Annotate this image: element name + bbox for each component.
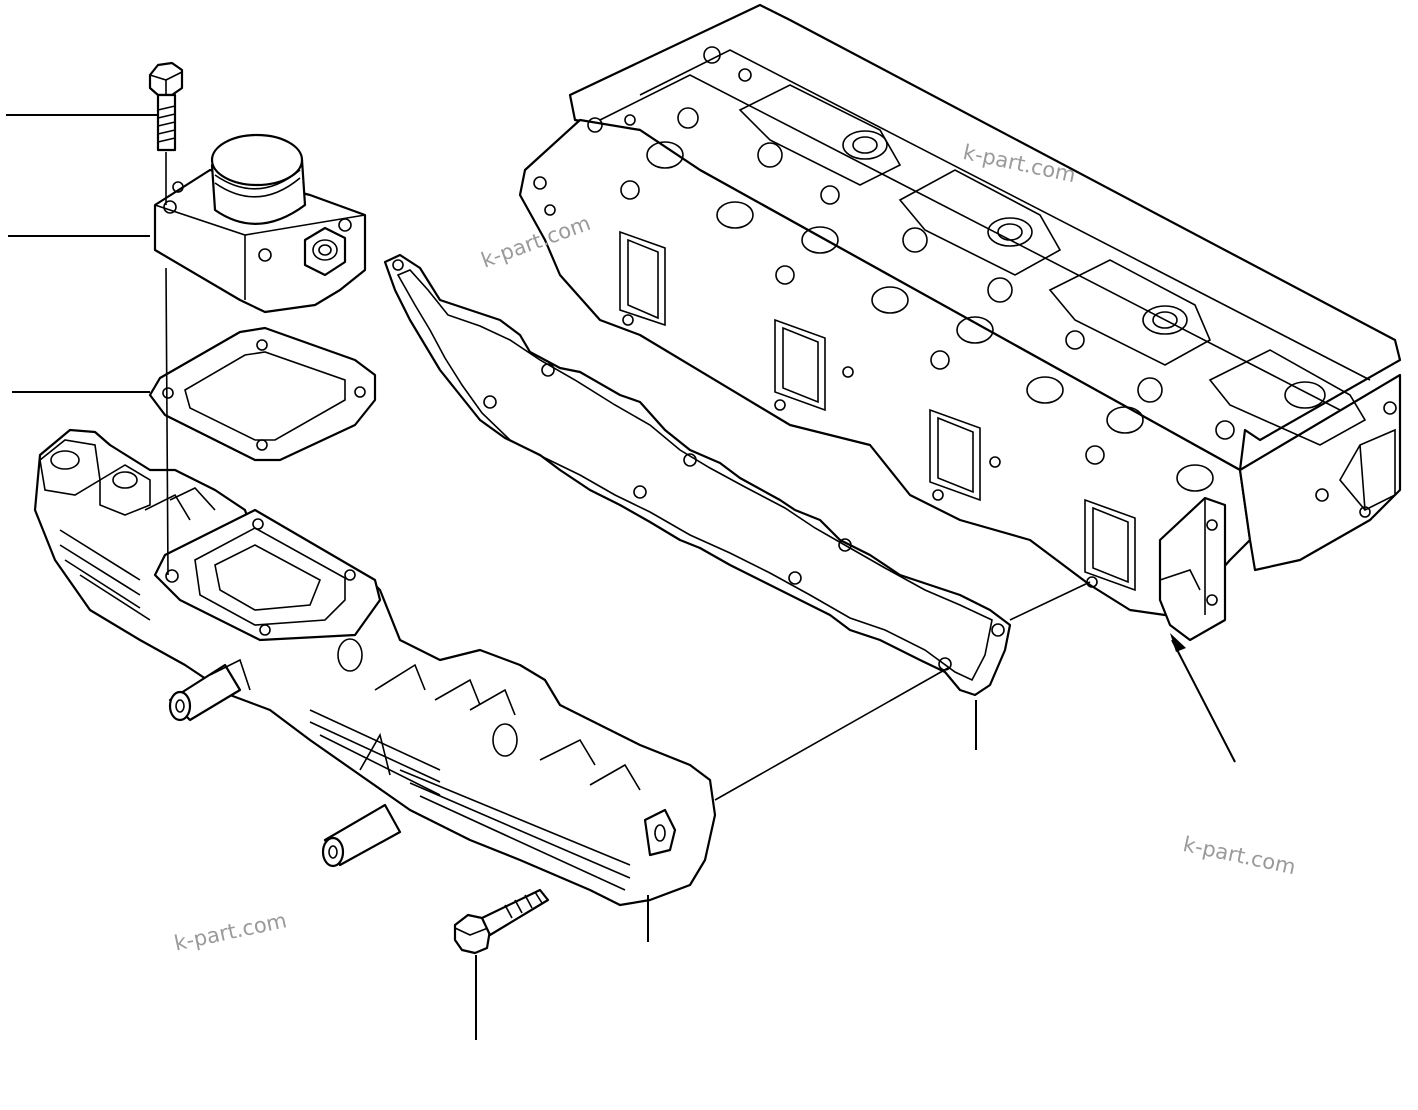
cylinder-head-icon xyxy=(518,3,1402,642)
bolt-icon xyxy=(453,888,550,955)
gasket-icon xyxy=(148,326,377,462)
connector-icon xyxy=(153,133,367,314)
leader-lines xyxy=(6,114,1236,1040)
bolt-icon xyxy=(148,61,184,152)
manifold-gasket-icon xyxy=(383,253,1012,697)
manifold-icon xyxy=(33,428,717,907)
